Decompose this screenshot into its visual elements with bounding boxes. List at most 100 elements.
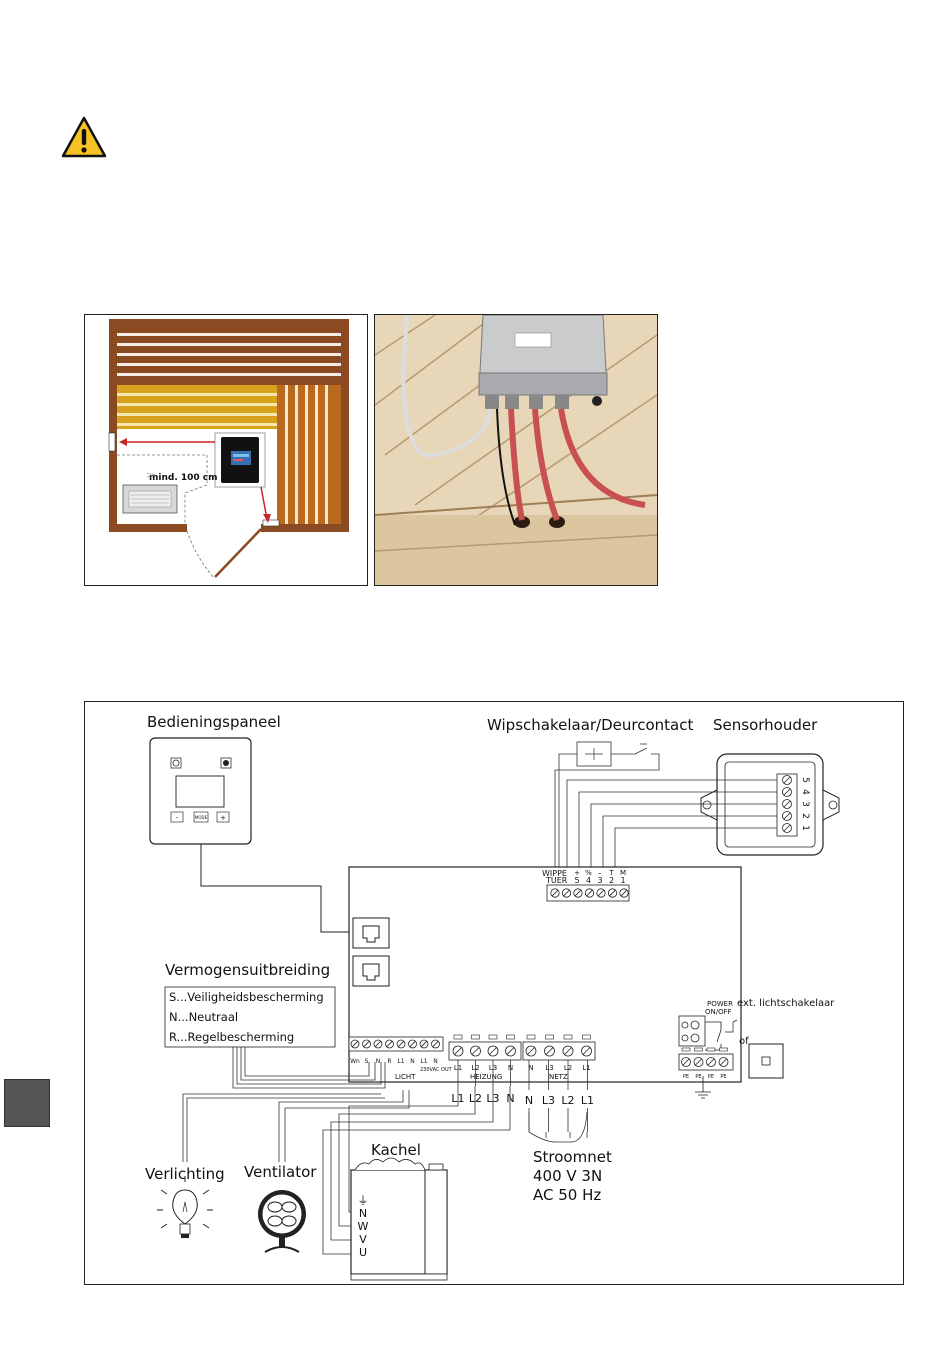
licht-terminal-label: N (433, 1058, 438, 1065)
power-label: POWER (707, 1000, 733, 1008)
sensor-holder-terminal-number: 4 (800, 789, 810, 795)
terminal-screw (431, 1039, 440, 1049)
terminal-screw (373, 1039, 383, 1049)
terminal-tab (453, 1034, 463, 1040)
distance-label: mind. 100 cm (149, 473, 218, 483)
pe-terminal-label: PE (708, 1074, 714, 1080)
netz-terminal-label: L1 (582, 1064, 590, 1072)
licht-terminal-label: L1 (397, 1058, 404, 1065)
ground-icon (695, 1076, 711, 1099)
terminal-screw (718, 1057, 729, 1067)
terminal-screw (362, 1039, 371, 1049)
netz-label: NETZ (549, 1073, 568, 1081)
pe-terminal-label: PE (683, 1074, 689, 1080)
sensor-holder-title: Sensorhouder (713, 716, 818, 734)
terminal-screw (505, 1045, 516, 1057)
control-panel-title: Bedieningspaneel (147, 713, 281, 731)
heater-terminal-label: N (359, 1207, 367, 1220)
back-bench (117, 327, 341, 429)
legend-n: N...Neutraal (169, 1010, 238, 1024)
sensor-terminal-symbol: + (574, 869, 580, 877)
fan-title: Ventilator (244, 1163, 317, 1181)
terminal-screw (385, 1039, 394, 1049)
licht-terminal-label: N (376, 1058, 381, 1065)
terminal-tab (719, 1047, 728, 1052)
terminal-screw (782, 787, 792, 797)
terminal-screw (693, 1057, 704, 1067)
terminal-screw (596, 888, 606, 898)
terminal-screw (487, 1045, 499, 1057)
licht-terminal-label: R (387, 1058, 391, 1065)
sensor-holder-terminal-number: 1 (800, 825, 810, 831)
mains-frequency: AC 50 Hz (533, 1186, 601, 1204)
terminal-tab (563, 1034, 573, 1040)
legend-s: S...Veiligheidsbescherming (169, 990, 324, 1004)
terminal-screw (419, 1039, 429, 1049)
pe-terminal-label: PE (720, 1074, 726, 1080)
warning-icon (61, 116, 107, 158)
terminal-tab (488, 1034, 498, 1040)
mode-button: MODE (195, 815, 208, 820)
licht-terminal-label: L1 (420, 1058, 427, 1065)
netz-terminal-label: L3 (545, 1064, 553, 1072)
sensor-terminal-symbol: T (608, 869, 614, 877)
terminal-tab (506, 1034, 515, 1040)
power-icon (172, 759, 180, 767)
terminal-tab (471, 1034, 480, 1040)
netz-terminal-block (522, 1041, 596, 1061)
terminal-tab (582, 1034, 591, 1040)
wippe-label: WIPPE (542, 869, 567, 878)
mains-lead-label: L2 (561, 1094, 574, 1107)
side-tab-marker (4, 1079, 50, 1127)
terminal-screw (550, 888, 560, 898)
heater-title: Kachel (371, 1141, 421, 1159)
sensor-holder-terminal-number: 5 (800, 777, 810, 783)
terminal-screw (619, 888, 629, 898)
terminal-screw (562, 1045, 574, 1057)
terminal-tab (545, 1034, 554, 1040)
light-bulb-icon (157, 1176, 213, 1238)
light-icon (223, 760, 229, 766)
power-sub-label: ON/OFF (705, 1008, 732, 1016)
terminal-screw (782, 811, 792, 821)
sensor-terminal-number: 4 (586, 876, 591, 885)
terminal-screw (573, 888, 583, 898)
power-ext-legend (164, 986, 336, 1048)
plus-button: + (220, 814, 226, 822)
minus-button: - (176, 814, 179, 822)
terminal-screw (706, 1057, 716, 1067)
mains-lead-label: L3 (542, 1094, 555, 1107)
terminal-screw (581, 1045, 592, 1057)
licht-terminal-label: Wn (350, 1058, 360, 1065)
licht-terminal-label: N (410, 1058, 415, 1065)
door-switch (554, 741, 660, 868)
terminal-tab (706, 1047, 716, 1052)
terminal-screw (561, 888, 572, 898)
terminal-screw (470, 1045, 481, 1057)
sauna-plan-illustration: mind. 100 cm (84, 314, 368, 586)
power-ext-title: Vermogensuitbreiding (165, 961, 330, 979)
netz-terminal-label: N (528, 1064, 533, 1072)
heizung-terminal-block (448, 1041, 522, 1061)
terminal-screw (350, 1039, 360, 1049)
heizung-label: HEIZUNG (470, 1073, 502, 1081)
terminal-screw (782, 799, 792, 809)
terminal-screw (544, 1045, 555, 1057)
heater-terminal-label: U (359, 1246, 367, 1259)
sensor-terminal-symbol: M (620, 869, 626, 877)
or-label: of (739, 1036, 749, 1047)
terminal-screw (782, 775, 792, 785)
rj-socket-panel (352, 917, 390, 949)
terminal-screw (452, 1045, 464, 1057)
side-bench (277, 385, 341, 527)
terminal-screw (782, 823, 792, 833)
heater-lead-label: N (506, 1092, 514, 1105)
power-terminal (678, 1015, 706, 1047)
terminal-screw (681, 1057, 691, 1067)
terminal-screw (584, 888, 595, 898)
terminal-screw (525, 1045, 537, 1057)
terminal-tab (681, 1047, 691, 1052)
terminal-tab (694, 1047, 703, 1052)
ext-light-switch (748, 1043, 784, 1079)
pe-terminal-block (678, 1053, 734, 1071)
